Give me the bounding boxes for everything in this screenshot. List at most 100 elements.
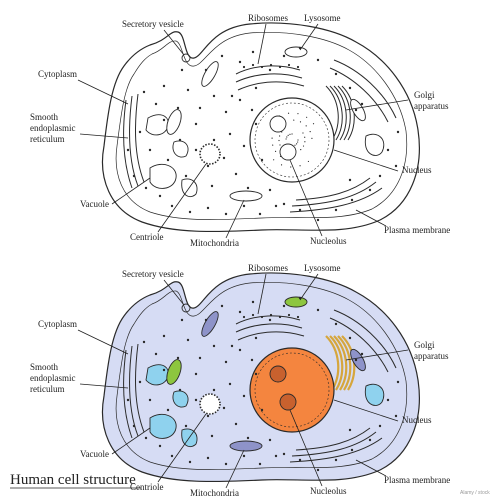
label-ser-line2: endoplasmic <box>30 373 76 383</box>
cytoplasm-granule <box>158 194 162 198</box>
chromatin-dot <box>302 145 305 147</box>
endoplasmic-reticulum-strand <box>289 187 383 213</box>
cytoplasm-granule <box>212 388 216 392</box>
cytoplasm-granule <box>316 468 320 472</box>
rough-er-strand <box>235 323 303 333</box>
chromatin-dot <box>271 137 273 139</box>
cytoplasm-granule <box>334 458 338 462</box>
cytoplasm-granule <box>138 130 142 134</box>
cytoplasm-granule <box>316 218 320 222</box>
cytoplasm-granule <box>234 422 238 426</box>
chromatin-dot <box>289 133 291 135</box>
ribosome-dot <box>242 65 246 69</box>
label-nucleus: Nucleus <box>402 165 432 175</box>
chromatin-dot <box>305 125 307 127</box>
cytoplasm-granule <box>254 336 258 340</box>
cytoplasm-granule <box>180 68 184 72</box>
leader-line-secretory-vesicle <box>163 29 185 56</box>
label-ser-line3: reticulum <box>30 384 65 394</box>
label-lysosome: Lysosome <box>304 263 341 273</box>
cytoplasm-granule <box>316 308 320 312</box>
endoplasmic-reticulum-strand <box>333 59 397 119</box>
cytoplasm-granule <box>142 90 146 94</box>
endoplasmic-reticulum-strand <box>129 95 139 187</box>
cytoplasm-granule <box>396 380 400 384</box>
chromatin-dot <box>279 135 281 137</box>
label-lysosome: Lysosome <box>304 13 341 23</box>
cytoplasm-granule <box>394 164 398 168</box>
label-cytoplasm: Cytoplasm <box>38 69 77 79</box>
ribosome-dot <box>296 65 300 69</box>
mitochondrion <box>229 190 263 202</box>
cytoplasm-granule <box>251 50 255 54</box>
cytoplasm-granule <box>224 212 228 216</box>
leader-line-mitochondria <box>225 449 245 489</box>
cytoplasm-granule <box>258 462 262 466</box>
cytoplasm-granule <box>180 318 184 322</box>
cytoplasm-granule <box>258 212 262 216</box>
leader-line-cytoplasm <box>77 79 129 105</box>
cytoplasm-granule <box>154 352 158 356</box>
cytoplasm-granule <box>224 462 228 466</box>
chromatin-dot <box>295 143 298 145</box>
cytoplasm-granule <box>212 344 216 348</box>
nucleolus <box>279 393 297 411</box>
cytoplasm-granule <box>184 174 188 178</box>
cytoplasm-granule <box>142 340 146 344</box>
chromatin-dot <box>272 144 274 146</box>
cytoplasm-granule <box>212 94 216 98</box>
chromatin-dot <box>286 136 288 138</box>
cytoplasm-granule <box>268 188 272 192</box>
cytoplasm-granule <box>162 84 166 88</box>
ribosome-dot <box>251 63 255 67</box>
cytoplasm-granule <box>158 444 162 448</box>
cytoplasm-granule <box>368 438 372 442</box>
label-centriole: Centriole <box>130 482 164 492</box>
ribosome-dot <box>278 65 282 69</box>
cytoplasm-granule <box>228 382 232 386</box>
leader-line-plasma-membrane <box>355 459 387 477</box>
cytoplasm-granule <box>238 98 242 102</box>
cytoplasm-granule <box>348 86 352 90</box>
cytoplasm-granule <box>170 204 174 208</box>
chromatin-dot <box>291 133 293 135</box>
chromatin-dot <box>299 121 302 123</box>
mitochondrion <box>201 311 219 337</box>
rough-er-strand <box>237 81 305 91</box>
cytoplasm-granule <box>254 372 258 376</box>
vacuole <box>149 414 177 439</box>
cytoplasm-granule <box>206 164 210 168</box>
cytoplasm-granule <box>144 436 148 440</box>
cytoplasm-granule <box>220 304 224 308</box>
ribosome-dot <box>296 315 300 319</box>
vacuole <box>172 390 189 408</box>
golgi-cisterna <box>337 85 351 141</box>
secretory-vesicle <box>181 53 191 63</box>
cytoplasm-granule <box>316 58 320 62</box>
cytoplasm-granule <box>210 434 214 438</box>
cytoplasm-granule <box>162 368 166 372</box>
ribosome-dot <box>287 313 291 317</box>
cytoplasm-granule <box>354 108 358 112</box>
cytoplasm-granule <box>242 454 246 458</box>
cytoplasm-granule <box>222 156 226 160</box>
cytoplasm-granule <box>360 102 364 106</box>
leader-line-ser-line2 <box>79 133 129 139</box>
cytoplasm-granule <box>282 304 286 308</box>
lysosome <box>166 109 182 135</box>
chromatin-dot <box>312 123 315 125</box>
watermark-text: Alamy / stock <box>460 490 490 496</box>
nuclear-envelope <box>254 352 330 428</box>
cytoplasm-granule <box>204 318 208 322</box>
ribosome-dot <box>242 315 246 319</box>
cytoplasm-granule <box>198 106 202 110</box>
endoplasmic-reticulum-strand <box>295 427 371 451</box>
golgi-cisterna <box>337 335 352 391</box>
cytoplasm-granule <box>274 454 278 458</box>
cytoplasm-granule <box>348 178 352 182</box>
cytoplasm-granule <box>348 428 352 432</box>
cytoplasm-granule <box>206 456 210 460</box>
vacuole <box>172 140 189 158</box>
cytoplasm-granule <box>222 406 226 410</box>
cytoplasm-granule <box>210 184 214 188</box>
